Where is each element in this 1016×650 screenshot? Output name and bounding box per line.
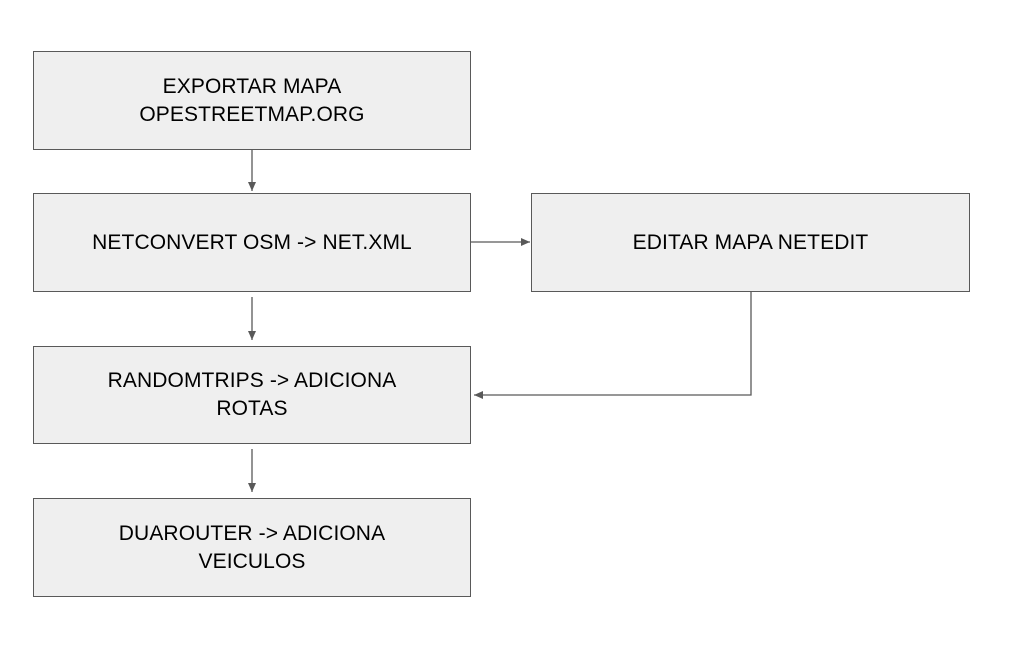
node-export-map-line1: EXPORTAR MAPA bbox=[162, 74, 342, 98]
node-export-map-line2: OPESTREETMAP.ORG bbox=[139, 102, 365, 126]
node-randomtrips: RANDOMTRIPS -> ADICIONA ROTAS bbox=[33, 346, 471, 444]
node-netedit-line1: EDITAR MAPA NETEDIT bbox=[632, 230, 869, 254]
node-netconvert-line1: NETCONVERT OSM -> NET.XML bbox=[92, 230, 412, 254]
node-randomtrips-line1: RANDOMTRIPS -> ADICIONA bbox=[107, 369, 397, 392]
arrow-netedit-to-randomtrips bbox=[474, 292, 752, 399]
node-duarouter: DUAROUTER -> ADICIONA VEICULOS bbox=[33, 498, 471, 597]
node-netedit: EDITAR MAPA NETEDIT bbox=[531, 193, 970, 292]
node-duarouter-line1: DUAROUTER -> ADICIONA bbox=[118, 521, 386, 545]
node-duarouter-line2: VEICULOS bbox=[198, 549, 306, 573]
node-randomtrips-line2: ROTAS bbox=[216, 397, 288, 420]
node-netconvert: NETCONVERT OSM -> NET.XML bbox=[33, 193, 471, 292]
node-export-map: EXPORTAR MAPA OPESTREETMAP.ORG bbox=[33, 51, 471, 150]
